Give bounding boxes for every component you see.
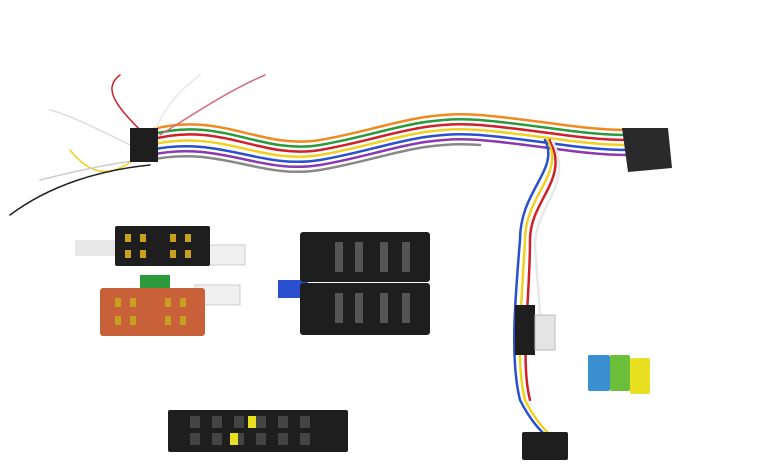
iso-connector-orange [100, 275, 241, 336]
radio-plug-connector [622, 128, 672, 172]
iso-connector-double [278, 232, 430, 335]
mini-iso-connectors [588, 355, 650, 394]
branch-connector-black [515, 305, 535, 355]
iso-plug-small [130, 128, 158, 162]
branch-end-connector [522, 432, 568, 460]
multi-pin-connector [168, 410, 348, 452]
branch-connector-white [534, 314, 556, 351]
iso-connector-black [75, 226, 246, 266]
